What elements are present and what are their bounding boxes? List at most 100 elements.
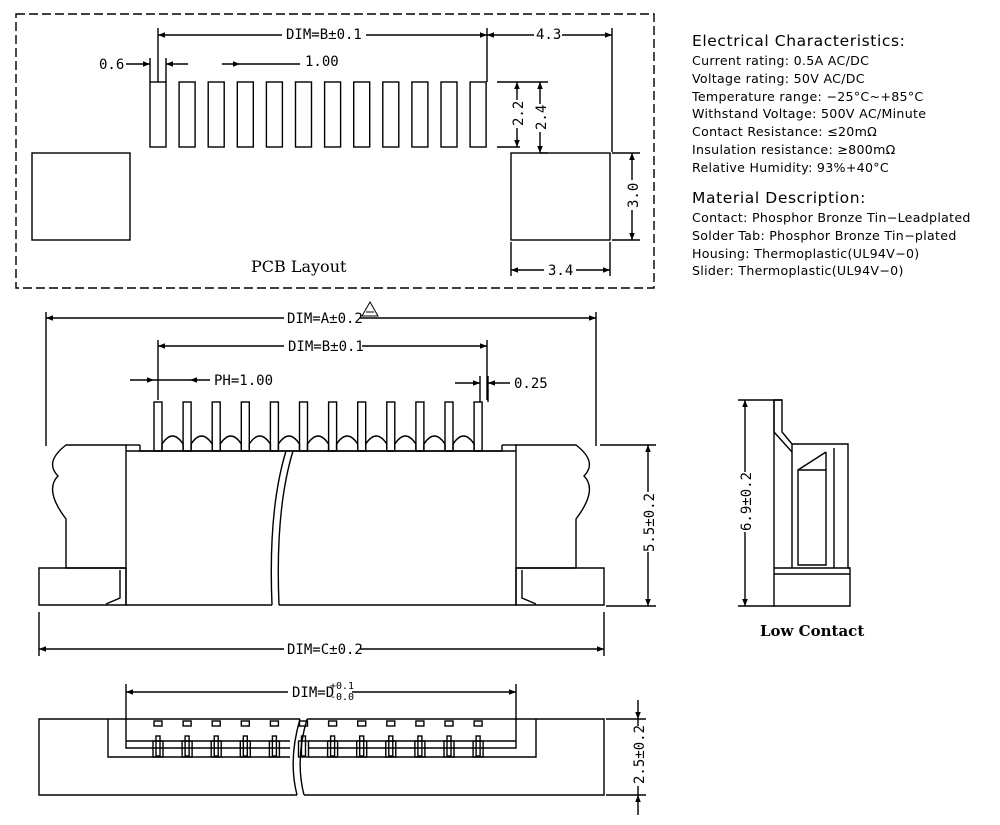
bottom-pin-top — [182, 720, 192, 727]
front-pin-arch — [248, 435, 272, 451]
front-pin-arch — [335, 435, 359, 451]
pcb-left-tab — [31, 152, 131, 241]
bottom-pin — [213, 735, 219, 757]
bottom-view — [38, 684, 646, 815]
pcb-pad-width: 0.6 — [99, 57, 124, 73]
electrical-line: Relative Humidity: 93%+40°C — [692, 159, 889, 175]
bottom-pin-top — [473, 720, 483, 727]
bottom-pin-slot — [297, 740, 310, 758]
front-pin-arch — [394, 435, 417, 451]
bottom-pin-slot — [472, 740, 484, 758]
pcb-dashed-border — [15, 13, 655, 289]
material-line: Housing: Thermoplastic(UL94V−0) — [692, 245, 920, 261]
material-line: Contact: Phosphor Bronze Tin−Leadplated — [692, 210, 971, 225]
front-pin — [327, 401, 338, 452]
pcb-pad — [469, 81, 487, 148]
front-pin-arch — [452, 435, 475, 451]
front-texts: DIM=A±0.2 DIM=B±0.1 PH=1.00 0.25 5.5±0.2… — [214, 300, 658, 658]
bottom-pin-slot — [181, 740, 193, 758]
bottom-pin-slot — [326, 740, 339, 758]
bottom-tol-minus: -0.0 — [330, 692, 354, 703]
front-pin-arch — [365, 435, 388, 451]
side-height: 6.9±0.2 — [739, 472, 755, 531]
bottom-body-right — [304, 718, 605, 796]
pcb-pads — [149, 81, 487, 148]
material-line: Slider: Thermoplastic(UL94V−0) — [692, 263, 904, 279]
electrical-line: Contact Resistance: ≤20mΩ — [692, 124, 878, 140]
bottom-pin-slot — [239, 740, 252, 758]
pcb-pad — [382, 81, 400, 148]
front-pin — [182, 401, 192, 452]
front-right-foot — [515, 567, 605, 606]
material-line: Solder Tab: Phosphor Bronze Tin−plated — [692, 227, 957, 243]
front-pin — [240, 401, 251, 452]
bottom-dim-d: DIM=D — [292, 685, 334, 701]
pcb-pad — [236, 81, 255, 148]
bottom-tol-plus: +0.1 — [330, 681, 354, 692]
front-view — [38, 312, 656, 656]
pcb-title: PCB Layout — [251, 257, 347, 276]
front-break-line — [270, 450, 287, 606]
front-pin-arch — [423, 435, 446, 451]
front-pin-arch — [190, 435, 213, 451]
front-right-end — [515, 444, 591, 569]
bottom-pin — [388, 735, 394, 757]
electrical-line: Insulation resistance: ≥800mΩ — [692, 141, 896, 157]
bottom-pin-top — [211, 720, 221, 727]
pcb-dim-30: 3.0 — [626, 183, 642, 208]
bottom-pin — [446, 735, 452, 757]
bottom-pin — [329, 735, 336, 757]
front-pin — [211, 401, 221, 452]
side-view — [738, 399, 851, 607]
pcb-dim-22: 2.2 — [511, 101, 527, 126]
front-left-end — [51, 444, 127, 569]
front-pin-arch — [306, 435, 330, 451]
pcb-pad — [294, 81, 313, 148]
front-pin — [153, 401, 163, 452]
pcb-pad — [323, 81, 342, 148]
electrical-line: Temperature range: −25°C~+85°C — [692, 88, 924, 104]
bottom-pin — [155, 735, 161, 757]
pcb-pad — [411, 81, 429, 148]
front-dim-a: DIM=A±0.2 — [287, 311, 363, 327]
pcb-pad — [149, 81, 167, 148]
bottom-texts: DIM=D +0.1 -0.0 2.5±0.2 — [288, 681, 648, 786]
bottom-pin-slot — [385, 740, 397, 758]
pcb-dim-24: 2.4 — [534, 105, 550, 130]
front-housing — [139, 445, 503, 452]
front-pin — [415, 401, 425, 452]
bottom-body-left — [38, 718, 300, 796]
front-pin — [386, 401, 396, 452]
front-pitch: PH=1.00 — [214, 373, 273, 389]
bottom-pins — [152, 720, 484, 758]
bottom-pin-top — [444, 720, 454, 727]
bottom-pin — [184, 735, 190, 757]
bottom-height: 2.5±0.2 — [632, 725, 648, 784]
electrical-line: Voltage rating: 50V AC/DC — [692, 70, 865, 86]
pcb-pad — [353, 81, 371, 148]
pcb-texts: DIM=B±0.1 4.3 0.6 1.00 2.2 2.4 3.0 3.4 P… — [99, 26, 642, 279]
bottom-pin — [475, 735, 481, 757]
front-pins — [153, 401, 483, 452]
bottom-pin — [300, 735, 307, 757]
front-left-foot — [38, 567, 127, 606]
front-pin — [357, 401, 367, 452]
front-pin-arch — [219, 435, 242, 451]
bottom-pin-slot — [356, 740, 368, 758]
front-pin-arch — [277, 435, 301, 451]
material-description: Material Description: Contact: Phosphor … — [692, 189, 971, 280]
pcb-dim-b: DIM=B±0.1 — [286, 27, 362, 43]
bottom-pin-top — [386, 720, 396, 727]
front-pin-width: 0.25 — [514, 376, 548, 392]
pcb-pad — [207, 81, 225, 148]
front-pin — [298, 401, 309, 452]
material-title: Material Description: — [692, 189, 866, 207]
bottom-pin-top — [415, 720, 425, 727]
bottom-pin-top — [298, 720, 309, 727]
bottom-pin-top — [357, 720, 367, 727]
bottom-pin — [359, 735, 365, 757]
electrical-title: Electrical Characteristics: — [692, 32, 906, 50]
